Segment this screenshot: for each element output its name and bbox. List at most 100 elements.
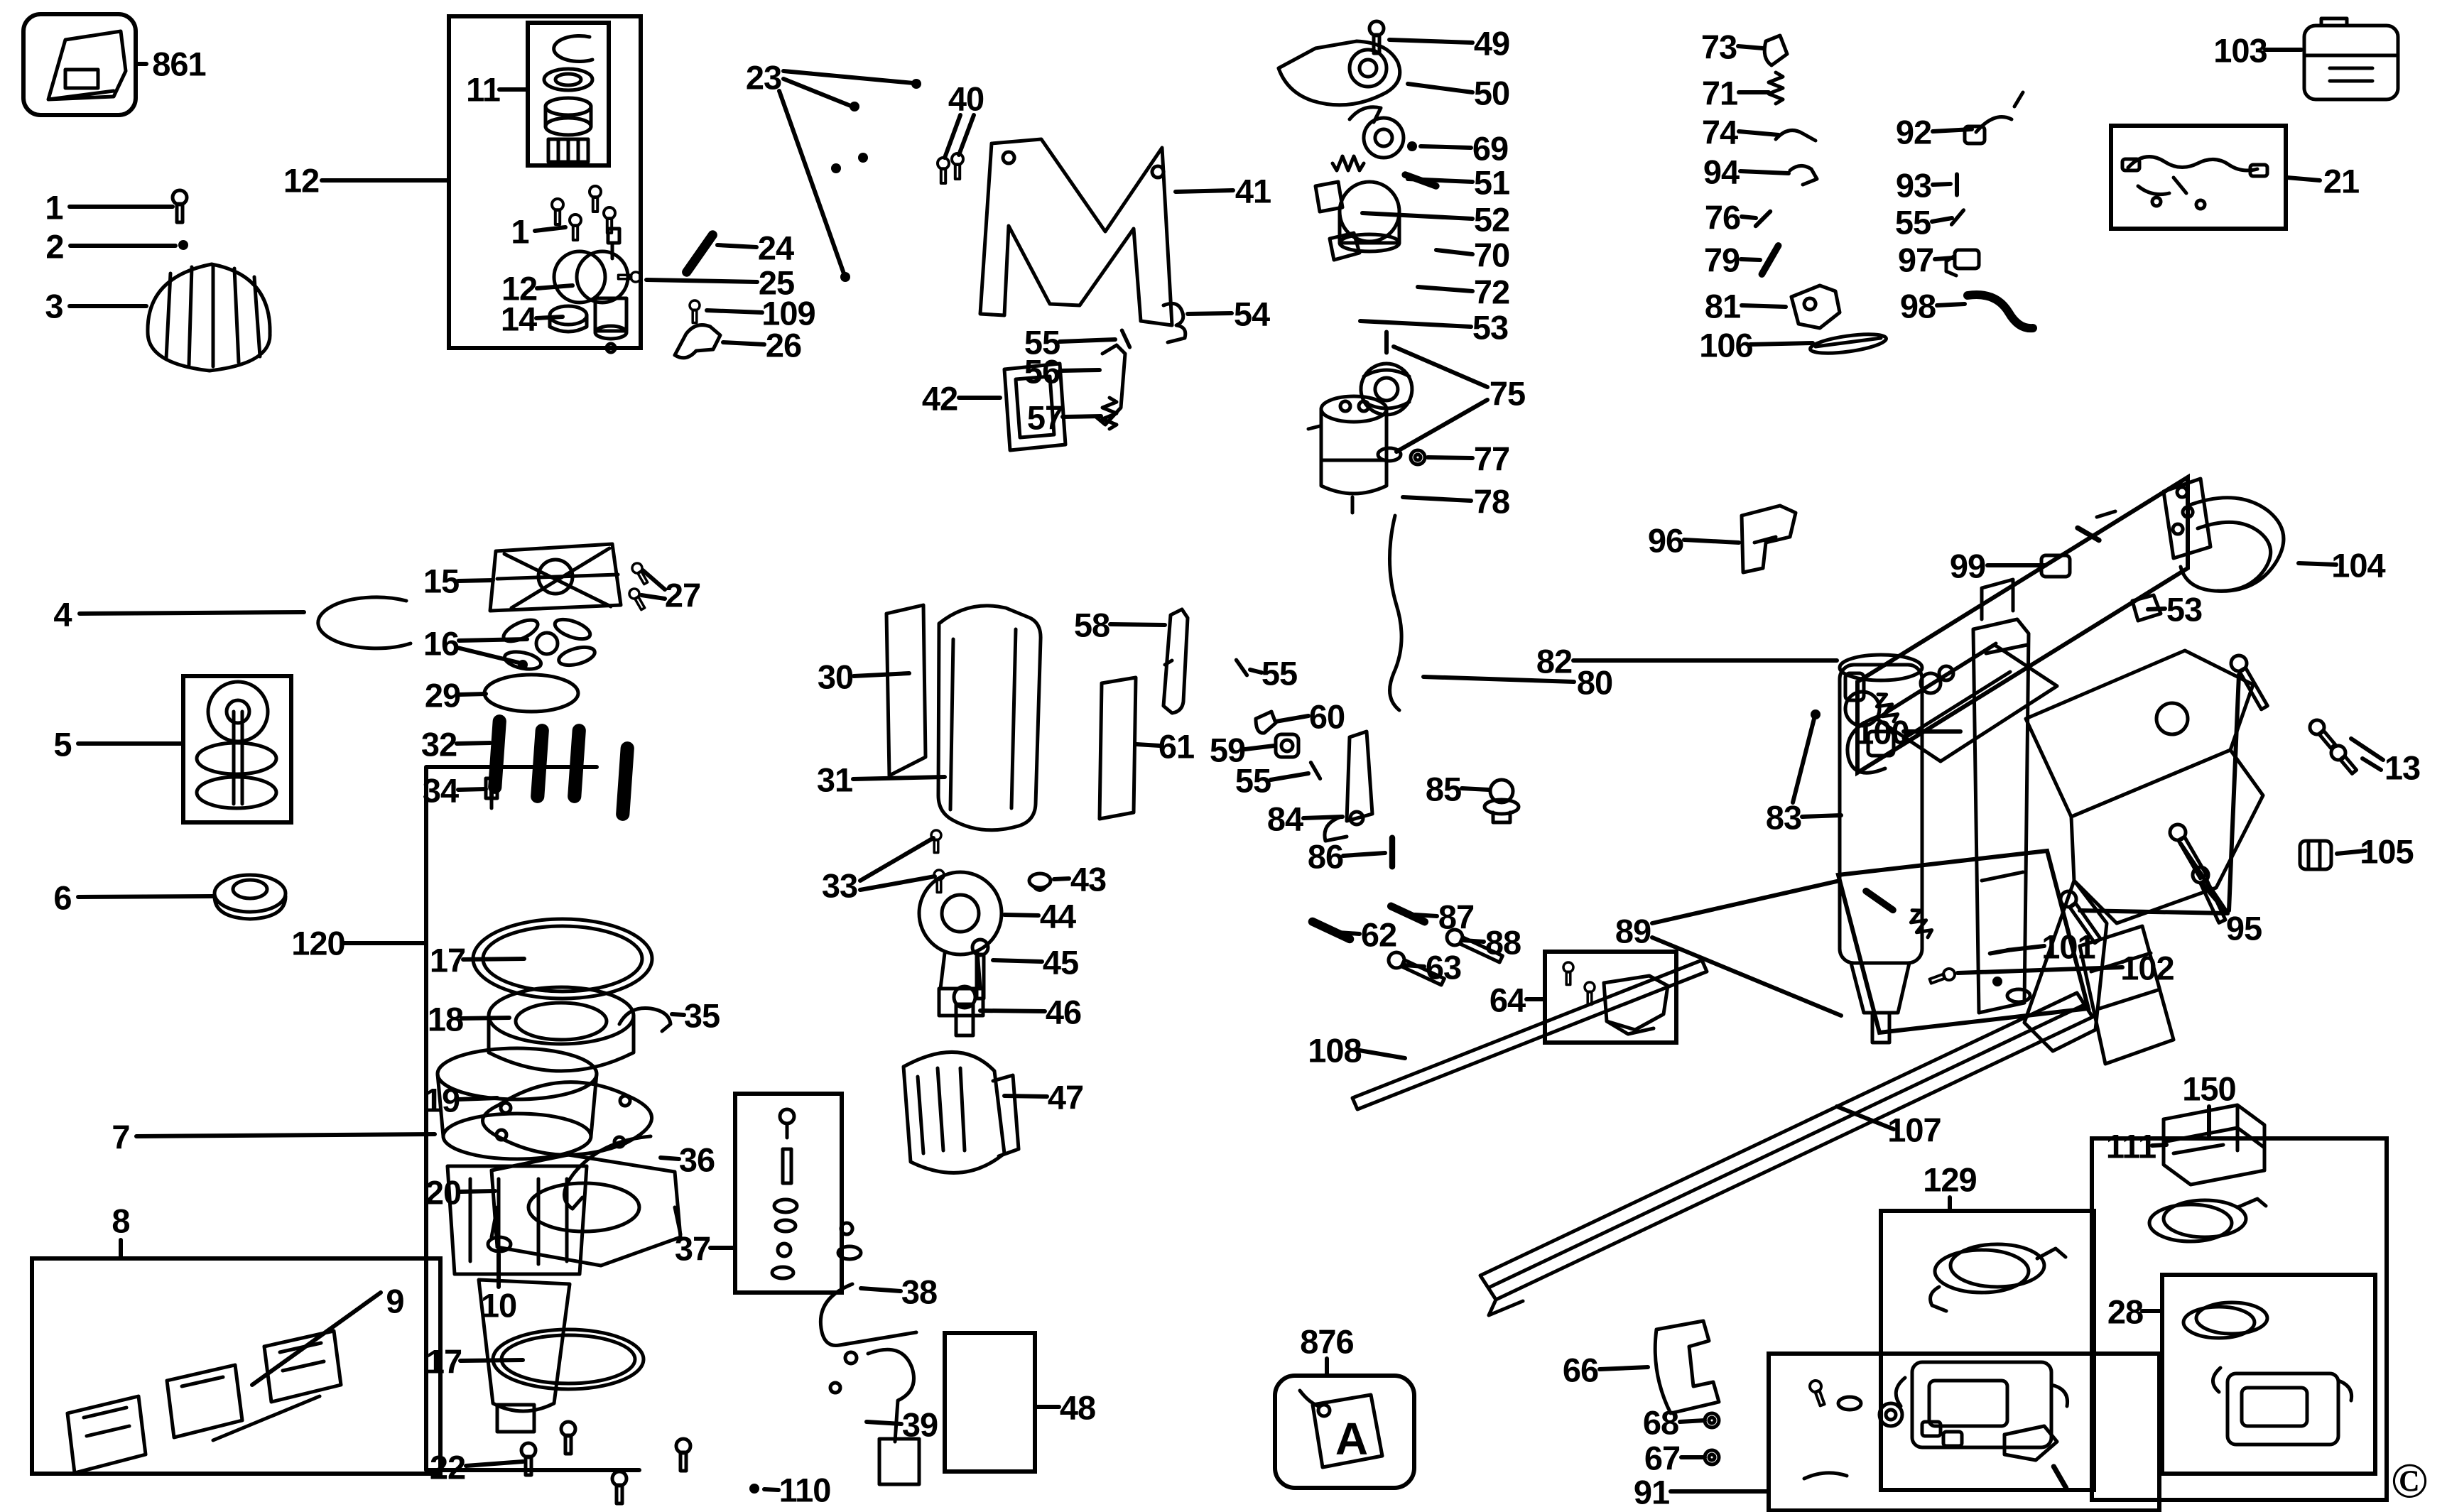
leader-102 (1955, 965, 2125, 975)
fastener-spring-icon (1909, 908, 1934, 940)
callout-3: 3 (45, 288, 63, 325)
leader-98 (1935, 302, 1967, 308)
callout-73: 73 (1701, 28, 1737, 66)
leader-75 (1394, 398, 1490, 454)
leader-80 (1421, 675, 1576, 684)
part-4-snap-ring (316, 595, 413, 651)
callout-62: 62 (1361, 916, 1396, 954)
leader-33 (858, 874, 937, 892)
tag-letter: A (1335, 1413, 1368, 1464)
part-84-lever (1323, 729, 1374, 843)
part-103-battery (2302, 16, 2400, 102)
fastener-glyphs (170, 19, 2359, 1506)
callout-104: 104 (2331, 547, 2385, 584)
callout-120: 120 (291, 925, 344, 962)
leader-16 (457, 637, 529, 643)
callout-23: 23 (746, 59, 781, 97)
callout-103: 103 (2213, 32, 2267, 70)
part-50-trigger (1276, 39, 1402, 107)
leader-41 (1173, 188, 1235, 194)
leader-95 (2200, 881, 2230, 915)
leader-73 (1736, 44, 1765, 50)
leader-83 (1800, 813, 1843, 819)
leader-59 (1243, 744, 1276, 751)
part-861-kitbox (46, 29, 128, 102)
callout-40: 40 (948, 80, 984, 118)
part-104-belt-hook (2161, 477, 2286, 593)
fastener-bolt-icon (2058, 889, 2103, 945)
fastener-spring-icon (1874, 692, 1900, 724)
leader-24 (715, 243, 759, 249)
leader-89 (1650, 879, 1842, 925)
fastener-dot-icon (858, 153, 868, 163)
fastener-rod-icon (1949, 208, 1966, 227)
part-37-kit (770, 1107, 799, 1280)
group-5-box (181, 674, 293, 825)
callout-51: 51 (1474, 164, 1509, 202)
leader-61 (1134, 742, 1162, 748)
part-sketches (46, 16, 2400, 1486)
callout-55: 55 (1024, 324, 1060, 361)
callout-4: 4 (53, 596, 72, 633)
part-105-clip (2298, 839, 2333, 871)
fastener-rod-icon (1758, 242, 1782, 278)
leader-15 (456, 578, 495, 583)
callout-50: 50 (1474, 75, 1509, 112)
callout-16: 16 (423, 625, 459, 663)
callout-63: 63 (1426, 949, 1461, 986)
leader-111 (2150, 1143, 2169, 1148)
leader-104 (2296, 561, 2338, 567)
callout-48: 48 (1060, 1389, 1095, 1427)
fastener-washer-icon (1836, 1395, 1863, 1412)
leader-109 (705, 308, 764, 315)
callout-83: 83 (1766, 799, 1801, 837)
part-100-tool-body (1971, 617, 2265, 1053)
leader-85 (1460, 786, 1491, 792)
group-panels (1835, 473, 2190, 1035)
fastener-screw-icon (617, 271, 642, 283)
part-31-cover (936, 604, 1043, 832)
callout-11: 11 (466, 71, 500, 109)
callout-108: 108 (1308, 1032, 1361, 1070)
callout-61: 61 (1159, 728, 1194, 766)
leader-lines (67, 38, 2385, 1494)
part-20-base-housing (489, 1153, 683, 1268)
callout-44: 44 (1040, 898, 1076, 935)
callout-102: 102 (2120, 950, 2174, 987)
callout-106: 106 (1699, 327, 1752, 364)
part-3-cap (146, 262, 272, 373)
fastener-screw-icon (559, 1420, 577, 1456)
leader-66 (1597, 1365, 1650, 1371)
callout-31: 31 (817, 761, 852, 799)
leader-55 (1930, 216, 1954, 224)
part-39-hook-lever (828, 1347, 921, 1486)
group-12-box (447, 14, 643, 350)
leader-32 (455, 741, 492, 746)
leader-106 (1748, 341, 1815, 347)
callout-47: 47 (1048, 1079, 1083, 1116)
leader-93 (1931, 182, 1953, 187)
fastener-rod-icon (1384, 330, 1389, 355)
fastener-rod-icon (531, 724, 549, 803)
fastener-rod-icon (1389, 834, 1396, 870)
callout-1: 1 (511, 213, 528, 251)
leader-101 (2005, 944, 2046, 952)
part-72-canister (1313, 180, 1401, 254)
callout-88: 88 (1485, 924, 1521, 962)
leader-20 (457, 1189, 497, 1194)
fastener-bolt-icon (2229, 653, 2269, 712)
fastener-screw-icon (688, 299, 701, 325)
part-14-grommet (548, 304, 589, 334)
fastener-spring-icon (1330, 154, 1366, 173)
part-43-cap (1027, 871, 1053, 892)
leader-16 (455, 646, 521, 665)
leader-9 (250, 1290, 383, 1387)
callout-129: 129 (1923, 1161, 1976, 1199)
fastener-dot-icon (178, 240, 188, 250)
fastener-rod-icon (616, 741, 634, 821)
part-94-clip (1788, 164, 1819, 187)
leader-40 (943, 113, 962, 160)
part-108-strip (1350, 958, 1709, 1111)
leader-108 (1353, 1048, 1407, 1060)
